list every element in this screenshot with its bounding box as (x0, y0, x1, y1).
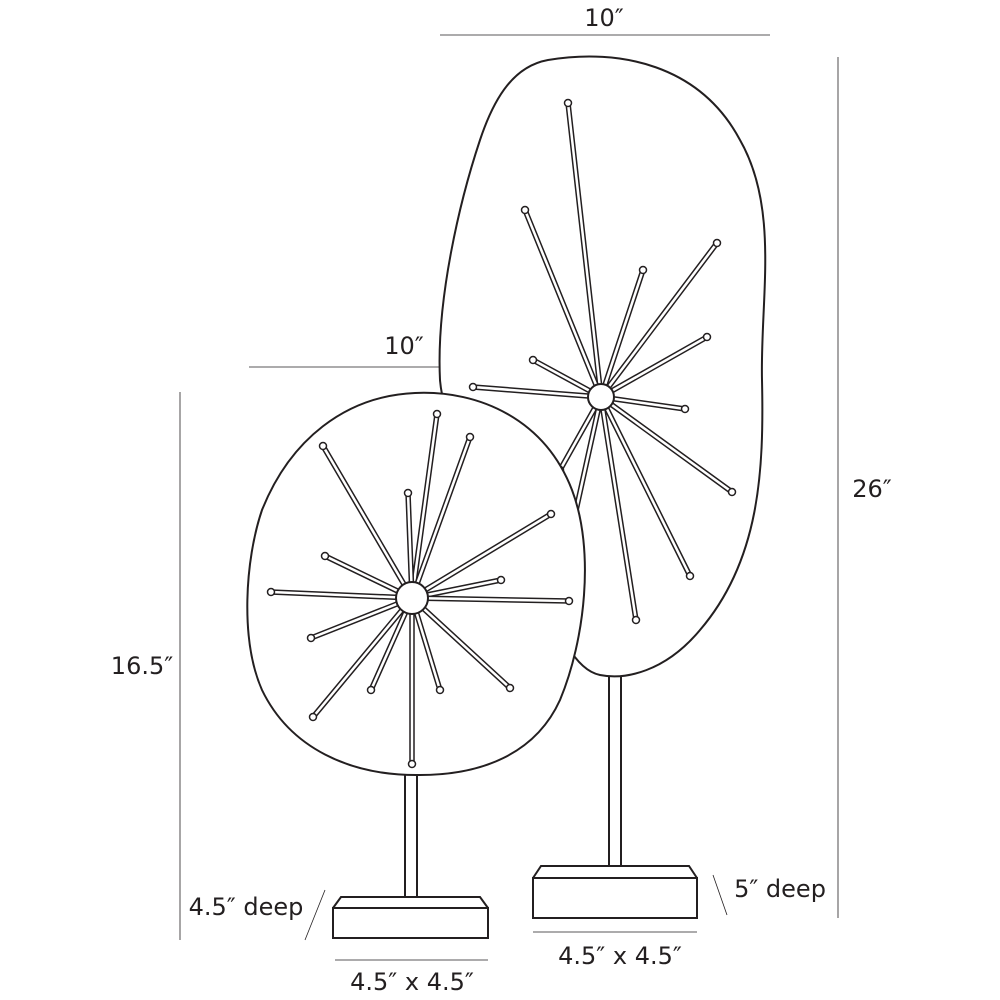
spoke-tip (702, 332, 712, 342)
spoke-tip (266, 587, 276, 597)
spoke (599, 395, 734, 494)
spoke-tip (546, 509, 556, 519)
large-base (532, 865, 698, 919)
spoke (309, 596, 414, 640)
large-width-label: 10″ (584, 4, 624, 32)
spoke-tip (564, 596, 574, 606)
spoke-tip (403, 488, 413, 498)
spoke-tip (520, 205, 530, 215)
spoke (523, 208, 603, 399)
spoke (599, 395, 687, 411)
small-stem (404, 769, 418, 907)
small-height-label: 16.5″ (111, 652, 173, 680)
large-stem (608, 659, 622, 893)
large-height-label: 26″ (852, 475, 892, 503)
spoke-tip (727, 487, 737, 497)
spoke-tip (318, 441, 328, 451)
starburst-hub (587, 383, 615, 411)
small-depth-line (304, 889, 326, 941)
spoke-tip (631, 615, 641, 625)
starburst-hub (395, 581, 429, 615)
spoke (321, 444, 414, 600)
spoke-tip (563, 98, 573, 108)
spoke (599, 395, 638, 622)
spoke (410, 596, 571, 603)
small-depth-label: 4.5″ deep (189, 893, 304, 921)
spoke-tip (366, 685, 376, 695)
spoke-tip (308, 712, 318, 722)
spoke (410, 596, 512, 690)
spoke (406, 491, 414, 600)
spoke-tip (685, 571, 695, 581)
large-base-label: 4.5″ x 4.5″ (558, 942, 682, 970)
large-depth-line (712, 874, 728, 916)
spoke (410, 412, 439, 600)
spoke (410, 435, 472, 600)
spoke-tip (320, 551, 330, 561)
spoke (573, 395, 603, 517)
spoke (599, 241, 719, 399)
spoke (599, 335, 709, 399)
spoke-tip (680, 404, 690, 414)
spoke-tip (468, 382, 478, 392)
small-width-label: 10″ (384, 332, 424, 360)
spoke-tip (528, 355, 538, 365)
small-sculpture (246, 391, 586, 939)
spoke-tip (505, 683, 515, 693)
spoke (311, 596, 414, 719)
spoke (566, 101, 603, 399)
spoke (599, 395, 692, 578)
large-depth-label: 5″ deep (734, 875, 826, 903)
spoke (471, 385, 603, 399)
spoke-tip (306, 633, 316, 643)
spoke (410, 512, 553, 600)
spoke-tip (496, 575, 506, 585)
spoke-tip (638, 265, 648, 275)
spoke-tip (435, 685, 445, 695)
spoke-tip (432, 409, 442, 419)
small-base-label: 4.5″ x 4.5″ (350, 968, 474, 996)
spoke-tip (407, 759, 417, 769)
spoke (269, 590, 414, 600)
spoke (599, 268, 645, 399)
small-base (332, 896, 489, 939)
spoke-tip (465, 432, 475, 442)
spoke-tip (712, 238, 722, 248)
